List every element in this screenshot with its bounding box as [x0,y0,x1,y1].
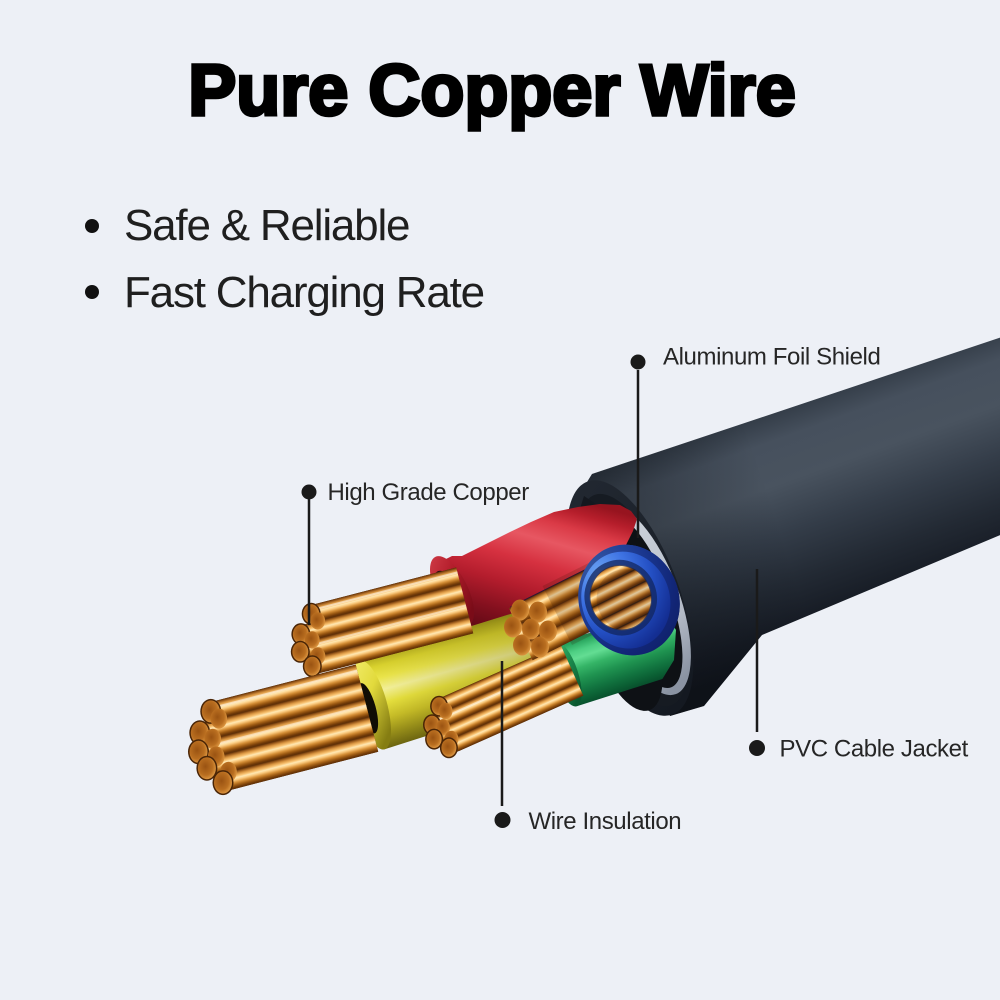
svg-text:PVC Cable Jacket: PVC Cable Jacket [780,736,969,763]
svg-text:Wire Insulation: Wire Insulation [529,808,682,835]
svg-text:Safe & Reliable: Safe & Reliable [124,201,409,250]
svg-text:Pure Copper Wire: Pure Copper Wire [188,51,795,131]
svg-text:Fast Charging Rate: Fast Charging Rate [124,268,484,317]
svg-text:High Grade Copper: High Grade Copper [328,479,530,506]
svg-text:Aluminum Foil Shield: Aluminum Foil Shield [663,344,880,371]
